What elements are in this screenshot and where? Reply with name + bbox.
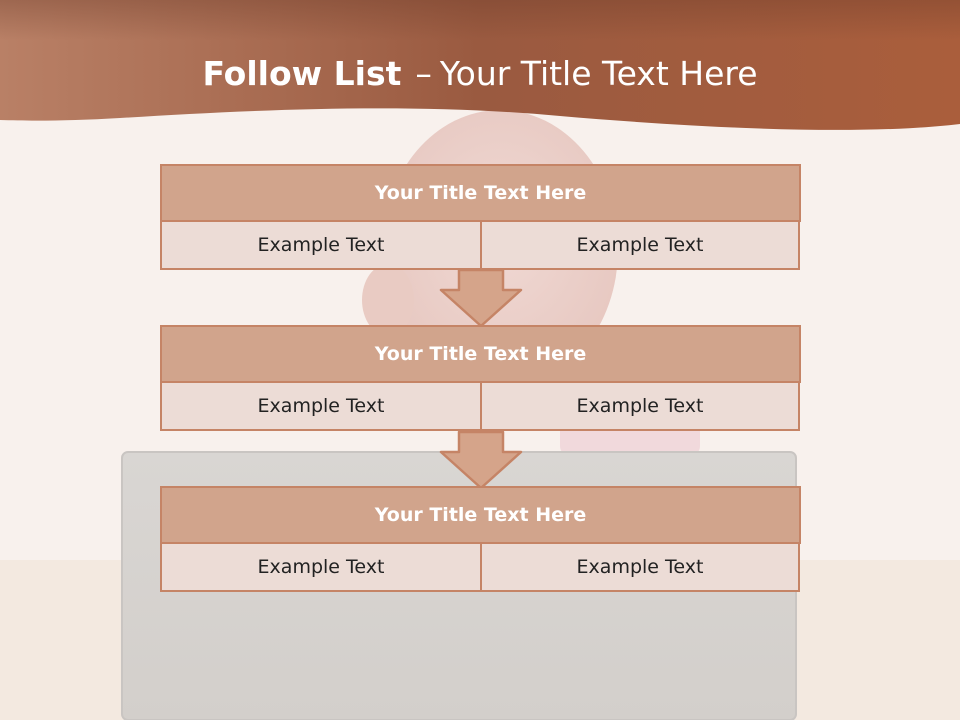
down-arrow-icon xyxy=(439,268,523,328)
block-cell-left: Example Text xyxy=(160,542,481,592)
title-bold-text: Follow List xyxy=(202,54,402,93)
slide-title: Follow List–Your Title Text Here xyxy=(0,52,960,96)
block-heading: Your Title Text Here xyxy=(160,486,801,544)
block-cell-left: Example Text xyxy=(160,220,481,270)
down-arrow-icon xyxy=(439,430,523,490)
block-heading: Your Title Text Here xyxy=(160,325,801,383)
block-cell-right: Example Text xyxy=(481,220,800,270)
block-heading: Your Title Text Here xyxy=(160,164,801,222)
block-cell-right: Example Text xyxy=(481,542,800,592)
title-separator: – xyxy=(415,54,432,93)
title-rest-text: Your Title Text Here xyxy=(439,54,758,93)
block-cell-left: Example Text xyxy=(160,381,481,431)
block-cell-right: Example Text xyxy=(481,381,800,431)
